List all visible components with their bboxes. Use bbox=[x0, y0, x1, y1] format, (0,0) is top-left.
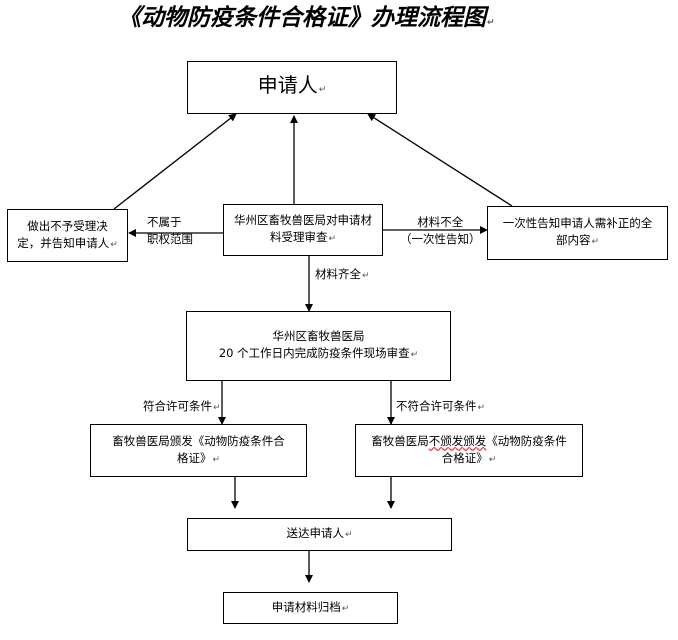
node-review-line1: 华州区畜牧兽医局对申请材 bbox=[234, 213, 372, 227]
node-issue-line1: 畜牧兽医局颁发《动物防疫条件合 bbox=[112, 433, 285, 448]
node-reject-line1: 做出不予受理决 bbox=[27, 218, 108, 233]
node-applicant: 申请人↵ bbox=[187, 61, 397, 114]
edge-label-qualified: 符合许可条件↵ bbox=[143, 399, 221, 413]
node-review-line2: 料受理审查↵ bbox=[269, 230, 337, 244]
node-notify: 一次性告知申请人需补正的全 部内容↵ bbox=[487, 206, 668, 260]
edge-label-complete: 材料齐全↵ bbox=[315, 267, 370, 281]
arrow-reject-to-applicant bbox=[113, 113, 237, 210]
node-noissue-line1: 畜牧兽医局不颁发颁发《动物防疫条件 bbox=[371, 433, 567, 448]
node-deliver-label: 送达申请人↵ bbox=[286, 526, 353, 540]
page-title: 《动物防疫条件合格证》办理流程图↵ bbox=[118, 5, 495, 31]
node-issue-line2: 格证》↵ bbox=[176, 450, 221, 465]
spellcheck-underline: 不颁发颁发 bbox=[428, 433, 487, 448]
node-reject-line2: 定，并告知申请人↵ bbox=[17, 235, 118, 250]
node-archive-label: 申请材料归档↵ bbox=[271, 599, 350, 614]
node-inspect-line1: 华州区畜牧兽医局 bbox=[272, 329, 365, 343]
edge-label-unqualified: 不符合许可条件↵ bbox=[396, 399, 486, 413]
node-applicant-label: 申请人↵ bbox=[257, 72, 327, 97]
node-issue: 畜牧兽医局颁发《动物防疫条件合 格证》↵ bbox=[90, 424, 307, 477]
node-deliver: 送达申请人↵ bbox=[187, 518, 452, 551]
paragraph-mark: ↵ bbox=[487, 18, 495, 28]
node-noissue-line2: 合格证》↵ bbox=[441, 450, 497, 465]
node-review: 华州区畜牧兽医局对申请材 料受理审查↵ bbox=[223, 204, 383, 256]
node-inspect-line2: 20 个工作日内完成防疫条件现场审查↵ bbox=[218, 346, 419, 360]
arrow-notify-to-applicant bbox=[367, 113, 513, 207]
node-archive: 申请材料归档↵ bbox=[223, 592, 398, 624]
node-notify-line1: 一次性告知申请人需补正的全 bbox=[502, 216, 653, 230]
edge-label-incomplete: 材料不全 （一次性告知） bbox=[400, 215, 481, 246]
node-reject: 做出不予受理决 定，并告知申请人↵ bbox=[7, 209, 128, 262]
edge-label-not-within-scope: 不属于 职权范围 bbox=[147, 215, 193, 246]
node-notify-line2: 部内容↵ bbox=[555, 233, 600, 247]
node-noissue: 畜牧兽医局不颁发颁发《动物防疫条件 合格证》↵ bbox=[355, 424, 583, 477]
node-inspect: 华州区畜牧兽医局 20 个工作日内完成防疫条件现场审查↵ bbox=[186, 311, 451, 381]
